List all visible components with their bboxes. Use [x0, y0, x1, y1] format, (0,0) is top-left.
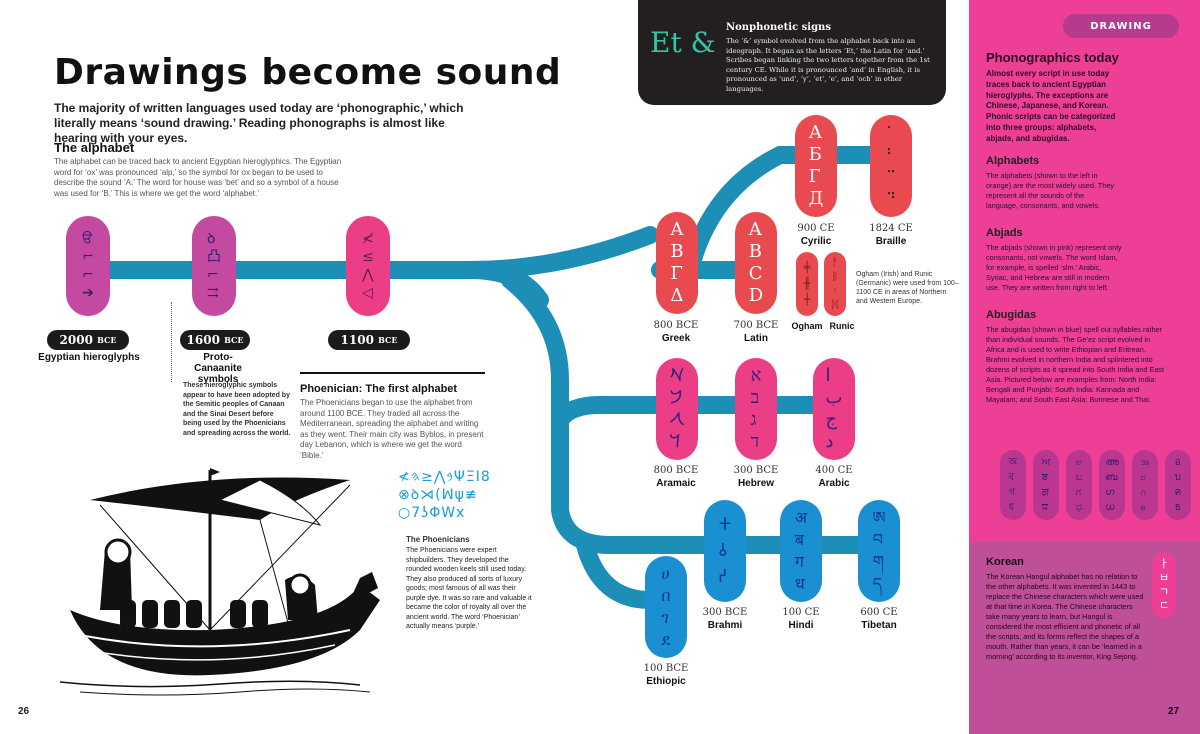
- phoenicians-text: The Phoenicians were expert shipbuilders…: [406, 547, 532, 630]
- phoenician-letters: ≮𐤁⋀≤𐤄ΨΞΙ8 ⊗ꝺ⋊(ꟽψ≢ ○7ʖΦWx: [398, 468, 491, 522]
- phoenician-letters-row: ○7ʖΦWx: [398, 505, 466, 521]
- note-leader-line: [171, 302, 172, 382]
- line-abugida-main: [551, 411, 899, 554]
- page-number-left: 26: [18, 706, 30, 717]
- section-tab: DRAWING: [1063, 14, 1179, 38]
- phoenician-text: The Phoenicians began to use the alphabe…: [300, 398, 484, 460]
- tibetan-pill: ཨ བ ག ད: [858, 500, 900, 602]
- runic-label: Runic: [829, 321, 855, 331]
- tibetan-date: 600 CE: [860, 607, 898, 618]
- braille-label: Braille: [875, 236, 907, 247]
- greek-pill: Α Β Γ Δ: [656, 212, 698, 314]
- hindi-pill: अ ब ग ध: [780, 500, 822, 602]
- cyrilic-label: Cyrilic: [800, 236, 832, 247]
- sidebar-heading: Phonographics today: [986, 50, 1119, 65]
- malayalam-pill: അ ബ ഗ ധ: [1099, 450, 1125, 520]
- korean-text: The Korean Hangul alphabet has no relati…: [986, 572, 1144, 661]
- alphabets-text: The alphabets (shown to the left in oran…: [986, 171, 1115, 210]
- page-title: Drawings become sound: [54, 52, 562, 93]
- ethiopic-label: Ethiopic: [646, 676, 686, 687]
- phoenician-rule: [300, 372, 485, 374]
- egyptian-hieroglyphs-pill: ੳ ⌐ ⌐ ➔: [66, 216, 110, 316]
- proto-note: These hieroglyphic symbols appear to hav…: [183, 382, 291, 437]
- aramaic-pill: 𐡀 𐡁 𐡂 𐡃: [656, 358, 698, 460]
- line-greek: [461, 226, 659, 279]
- cyrilic-date: 900 CE: [797, 223, 835, 234]
- ethiopic-date: 100 BCE: [643, 663, 689, 674]
- date-1100-bce: 1100 BCE: [328, 330, 410, 350]
- brahmi-date: 300 BCE: [702, 607, 748, 618]
- braille-pill: ⠁ ⠃ ⠉ ⠙: [870, 115, 912, 217]
- kannada-pill: ಅ ಬ ಗ ಧ: [1066, 450, 1092, 520]
- greek-date: 800 BCE: [653, 320, 699, 331]
- hebrew-label: Hebrew: [737, 478, 775, 489]
- burmese-pill: အ ဗ ဂ ဓ: [1132, 450, 1158, 520]
- hangul-pill: ㅏ ㅂ ㄱ ㄷ: [1152, 552, 1176, 618]
- date-1600-bce: 1600 BCE: [180, 330, 250, 350]
- proto-canaanite-pill: ꝺ 凸 ⌐ ⇉: [192, 216, 236, 316]
- ogham-runic-note: Ogham (Irish) and Runic (Germanic) were …: [856, 271, 959, 305]
- egyptian-label: Egyptian hieroglyphs: [38, 352, 140, 363]
- runic-pill: ᚨ ᛒ ᚲ ᛞ: [824, 252, 846, 316]
- et-ampersand-glyph: Et &: [650, 26, 716, 59]
- ogham-pill: ╪ ╫ ┼: [796, 252, 818, 316]
- hindi-label: Hindi: [788, 620, 814, 631]
- korean-heading: Korean: [986, 556, 1024, 568]
- ogham-label: Ogham: [791, 321, 823, 331]
- brahmi-label: Brahmi: [707, 620, 743, 631]
- alphabet-text: The alphabet can be traced back to ancie…: [54, 157, 342, 198]
- intro-text: The majority of written languages used t…: [54, 101, 464, 145]
- aramaic-label: Aramaic: [656, 478, 696, 489]
- hebrew-date: 300 BCE: [733, 465, 779, 476]
- proto-label: Proto-Canaanite symbols: [194, 352, 242, 385]
- braille-date: 1824 CE: [869, 223, 913, 234]
- greek-label: Greek: [661, 333, 691, 344]
- ethiopic-pill: ሀ በ ገ ደ: [645, 556, 687, 658]
- phoenician-letters-row: ⊗ꝺ⋊(ꟽψ≢: [398, 487, 478, 503]
- line-ethiopic: [576, 536, 659, 609]
- latin-date: 700 BCE: [733, 320, 779, 331]
- phoenician-pill: ≮ ≤ ⋀ ◁: [346, 216, 390, 316]
- date-2000-bce: 2000 BCE: [47, 330, 129, 350]
- nonphonetic-box: Et & Nonphonetic signs The ‘&’ symbol ev…: [638, 0, 946, 105]
- arabic-pill: ا ب ج د: [813, 358, 855, 460]
- thai-pill: อ บ ค ธ: [1165, 450, 1191, 520]
- phoenician-ship-illustration: [60, 468, 380, 696]
- hebrew-pill: א ב ג ד: [735, 358, 777, 460]
- brahmi-pill: 𑀓 𑀯 𑀟: [704, 500, 746, 602]
- phoenicians-heading: The Phoenicians: [406, 535, 470, 544]
- abjads-text: The abjads (shown in pink) represent onl…: [986, 243, 1122, 292]
- nonphonetic-text: The ‘&’ symbol evolved from the alphabet…: [726, 37, 930, 93]
- hindi-date: 100 CE: [782, 607, 820, 618]
- cyrilic-pill: А Б Г Д: [795, 115, 837, 217]
- abugidas-text: The abugidas (shown in blue) spell out s…: [986, 325, 1165, 404]
- phoenician-heading: Phoenician: The first alphabet: [300, 383, 458, 395]
- arabic-label: Arabic: [818, 478, 850, 489]
- tibetan-label: Tibetan: [861, 620, 897, 631]
- line-abjad: [501, 271, 849, 450]
- abjads-heading: Abjads: [986, 227, 1023, 239]
- alphabet-heading: The alphabet: [54, 140, 135, 155]
- latin-label: Latin: [744, 333, 768, 344]
- arabic-date: 400 CE: [815, 465, 853, 476]
- nonphonetic-heading: Nonphonetic signs: [726, 22, 831, 33]
- aramaic-date: 800 BCE: [653, 465, 699, 476]
- sidebar-intro: Almost every script in use today traces …: [986, 69, 1116, 143]
- latin-pill: A B C D: [735, 212, 777, 314]
- page-number-right: 27: [1168, 706, 1180, 717]
- bengali-pill: অ ব গ ধ: [1000, 450, 1026, 520]
- alphabets-heading: Alphabets: [986, 155, 1040, 167]
- phoenician-letters-row: ≮𐤁⋀≤𐤄ΨΞΙ8: [398, 469, 491, 485]
- abugidas-heading: Abugidas: [986, 309, 1037, 321]
- punjabi-pill: ਅ ਬ ਗ ਧ: [1033, 450, 1059, 520]
